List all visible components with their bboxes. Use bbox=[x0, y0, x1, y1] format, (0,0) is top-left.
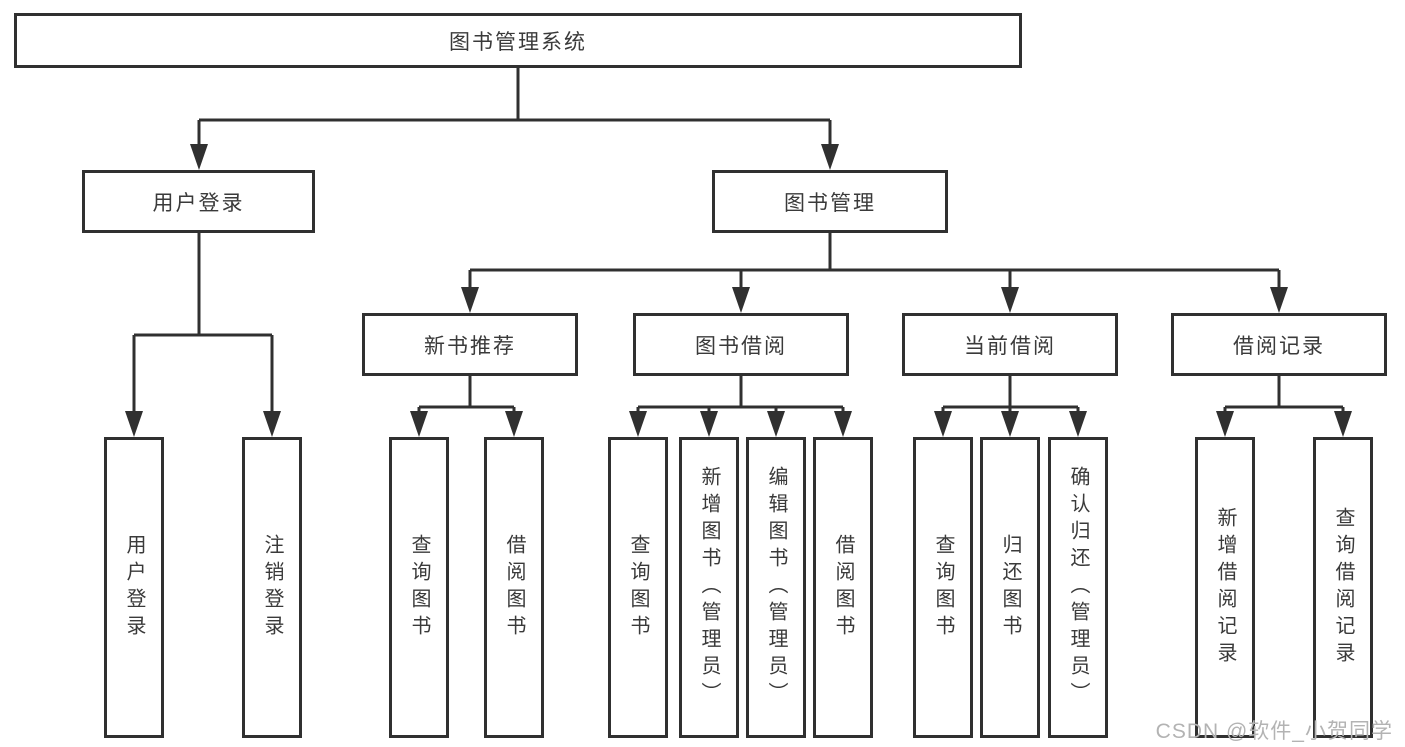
leaf-query-books-borrowing-label: 查询图书 bbox=[627, 533, 649, 642]
node-new-book-recommend: 新书推荐 bbox=[362, 313, 578, 376]
leaf-query-borrow-record-label: 查询借阅记录 bbox=[1332, 506, 1354, 669]
leaf-return-books-label: 归还图书 bbox=[999, 533, 1021, 642]
leaf-user-login-label: 用户登录 bbox=[123, 533, 145, 642]
leaf-add-books-admin-label: 新增图书（管理员） bbox=[698, 466, 720, 709]
leaf-edit-books-admin: 编辑图书（管理员） bbox=[746, 437, 806, 738]
node-book-borrowing: 图书借阅 bbox=[633, 313, 849, 376]
node-borrow-records: 借阅记录 bbox=[1171, 313, 1387, 376]
leaf-borrow-books-recommend-label: 借阅图书 bbox=[503, 533, 525, 642]
leaf-add-borrow-record: 新增借阅记录 bbox=[1195, 437, 1255, 738]
leaf-borrow-books: 借阅图书 bbox=[813, 437, 873, 738]
node-book-management: 图书管理 bbox=[712, 170, 948, 233]
node-user-login: 用户登录 bbox=[82, 170, 315, 233]
leaf-query-books-current: 查询图书 bbox=[913, 437, 973, 738]
leaf-query-books-recommend-label: 查询图书 bbox=[408, 533, 430, 642]
leaf-query-borrow-record: 查询借阅记录 bbox=[1313, 437, 1373, 738]
leaf-query-books-current-label: 查询图书 bbox=[932, 533, 954, 642]
node-root-label: 图书管理系统 bbox=[449, 30, 587, 54]
arrowheads bbox=[125, 144, 1352, 437]
leaf-logout: 注销登录 bbox=[242, 437, 302, 738]
leaf-add-books-admin: 新增图书（管理员） bbox=[679, 437, 739, 738]
leaf-edit-books-admin-label: 编辑图书（管理员） bbox=[765, 466, 787, 709]
watermark-text: CSDN @软件_小贺同学 bbox=[1155, 720, 1393, 743]
node-current-borrowing-label: 当前借阅 bbox=[964, 334, 1056, 358]
node-borrow-records-label: 借阅记录 bbox=[1233, 334, 1325, 358]
node-book-borrowing-label: 图书借阅 bbox=[695, 334, 787, 358]
leaf-logout-label: 注销登录 bbox=[261, 533, 283, 642]
leaf-query-books-borrowing: 查询图书 bbox=[608, 437, 668, 738]
leaf-user-login: 用户登录 bbox=[104, 437, 164, 738]
node-new-book-recommend-label: 新书推荐 bbox=[424, 334, 516, 358]
node-book-management-label: 图书管理 bbox=[784, 191, 876, 215]
node-user-login-label: 用户登录 bbox=[152, 191, 245, 215]
node-root: 图书管理系统 bbox=[14, 13, 1022, 68]
leaf-return-books: 归还图书 bbox=[980, 437, 1040, 738]
leaf-add-borrow-record-label: 新增借阅记录 bbox=[1214, 506, 1236, 669]
leaf-confirm-return-admin: 确认归还（管理员） bbox=[1048, 437, 1108, 738]
leaf-query-books-recommend: 查询图书 bbox=[389, 437, 449, 738]
leaf-borrow-books-recommend: 借阅图书 bbox=[484, 437, 544, 738]
leaf-confirm-return-admin-label: 确认归还（管理员） bbox=[1067, 466, 1089, 709]
node-current-borrowing: 当前借阅 bbox=[902, 313, 1118, 376]
leaf-borrow-books-label: 借阅图书 bbox=[832, 533, 854, 642]
